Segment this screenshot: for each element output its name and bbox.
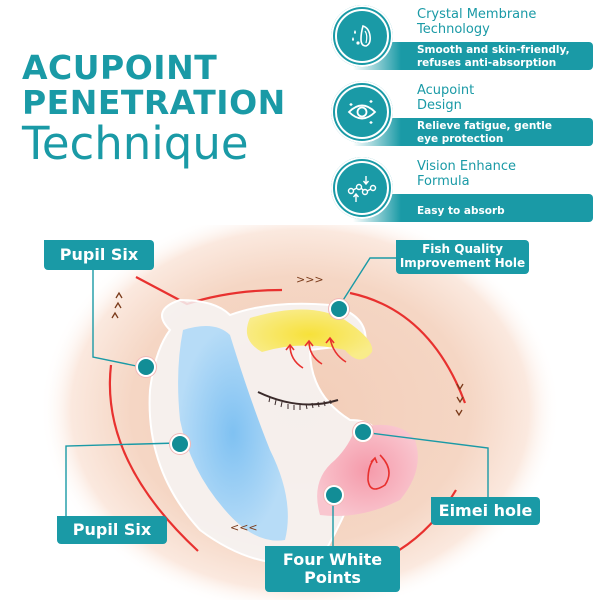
title-line-2: PENETRATION xyxy=(22,83,286,122)
feature-heading: Acupoint Design xyxy=(417,83,475,113)
feature-bar xyxy=(353,194,593,222)
feature-bar xyxy=(353,42,593,70)
acupoint-fish-quality[interactable] xyxy=(331,301,347,317)
label-fish-quality: Fish Quality Improvement Hole xyxy=(396,240,529,274)
leader-lines xyxy=(65,257,489,546)
feature-heading: Crystal Membrane Technology xyxy=(417,7,537,37)
feature-icon-circle xyxy=(331,157,393,219)
feature-subtext: Relieve fatigue, gentle eye protection xyxy=(417,120,553,145)
pink-zone xyxy=(317,424,418,516)
feature-bar xyxy=(353,118,593,146)
label-pupil-six-bottom: Pupil Six xyxy=(57,516,167,544)
title-line-1: ACUPOINT xyxy=(22,48,218,87)
label-eimei-hole: Eimei hole xyxy=(431,497,540,525)
acupoint-four-white[interactable] xyxy=(326,487,342,503)
chevrons-right xyxy=(455,383,464,417)
eyelashes xyxy=(268,396,332,410)
acupoint-eimei-hole[interactable] xyxy=(355,424,371,440)
feature-vision-enhance: Vision Enhance Formula Easy to absorb xyxy=(331,156,593,228)
feature-crystal-membrane: Crystal Membrane Technology Smooth and s… xyxy=(331,4,593,76)
label-pupil-six-top: Pupil Six xyxy=(44,240,154,270)
feature-heading: Vision Enhance Formula xyxy=(417,159,516,189)
upward-arrows xyxy=(285,336,347,369)
rotate-arrow xyxy=(367,454,390,490)
feature-acupoint-design: Acupoint Design Relieve fatigue, gentle … xyxy=(331,80,593,152)
chevrons-top: >>> xyxy=(296,273,324,286)
feature-icon-circle xyxy=(331,81,393,143)
eye-mask-diagram: >>> <<< xyxy=(40,225,560,600)
title-line-3: Technique xyxy=(22,117,249,170)
feature-subtext: Easy to absorb xyxy=(417,205,505,217)
feature-icon-circle xyxy=(331,5,393,67)
label-four-white-points: Four White Points xyxy=(265,546,400,592)
chevrons-left xyxy=(111,291,123,319)
feature-subtext: Smooth and skin-friendly, refuses anti-a… xyxy=(417,44,570,69)
acupoint-pupil-six-top[interactable] xyxy=(138,359,154,375)
yellow-zone xyxy=(246,309,373,360)
chevrons-bottom: <<< xyxy=(230,521,258,534)
acupoint-pupil-six-bottom[interactable] xyxy=(172,436,188,452)
blue-zone xyxy=(178,326,288,541)
